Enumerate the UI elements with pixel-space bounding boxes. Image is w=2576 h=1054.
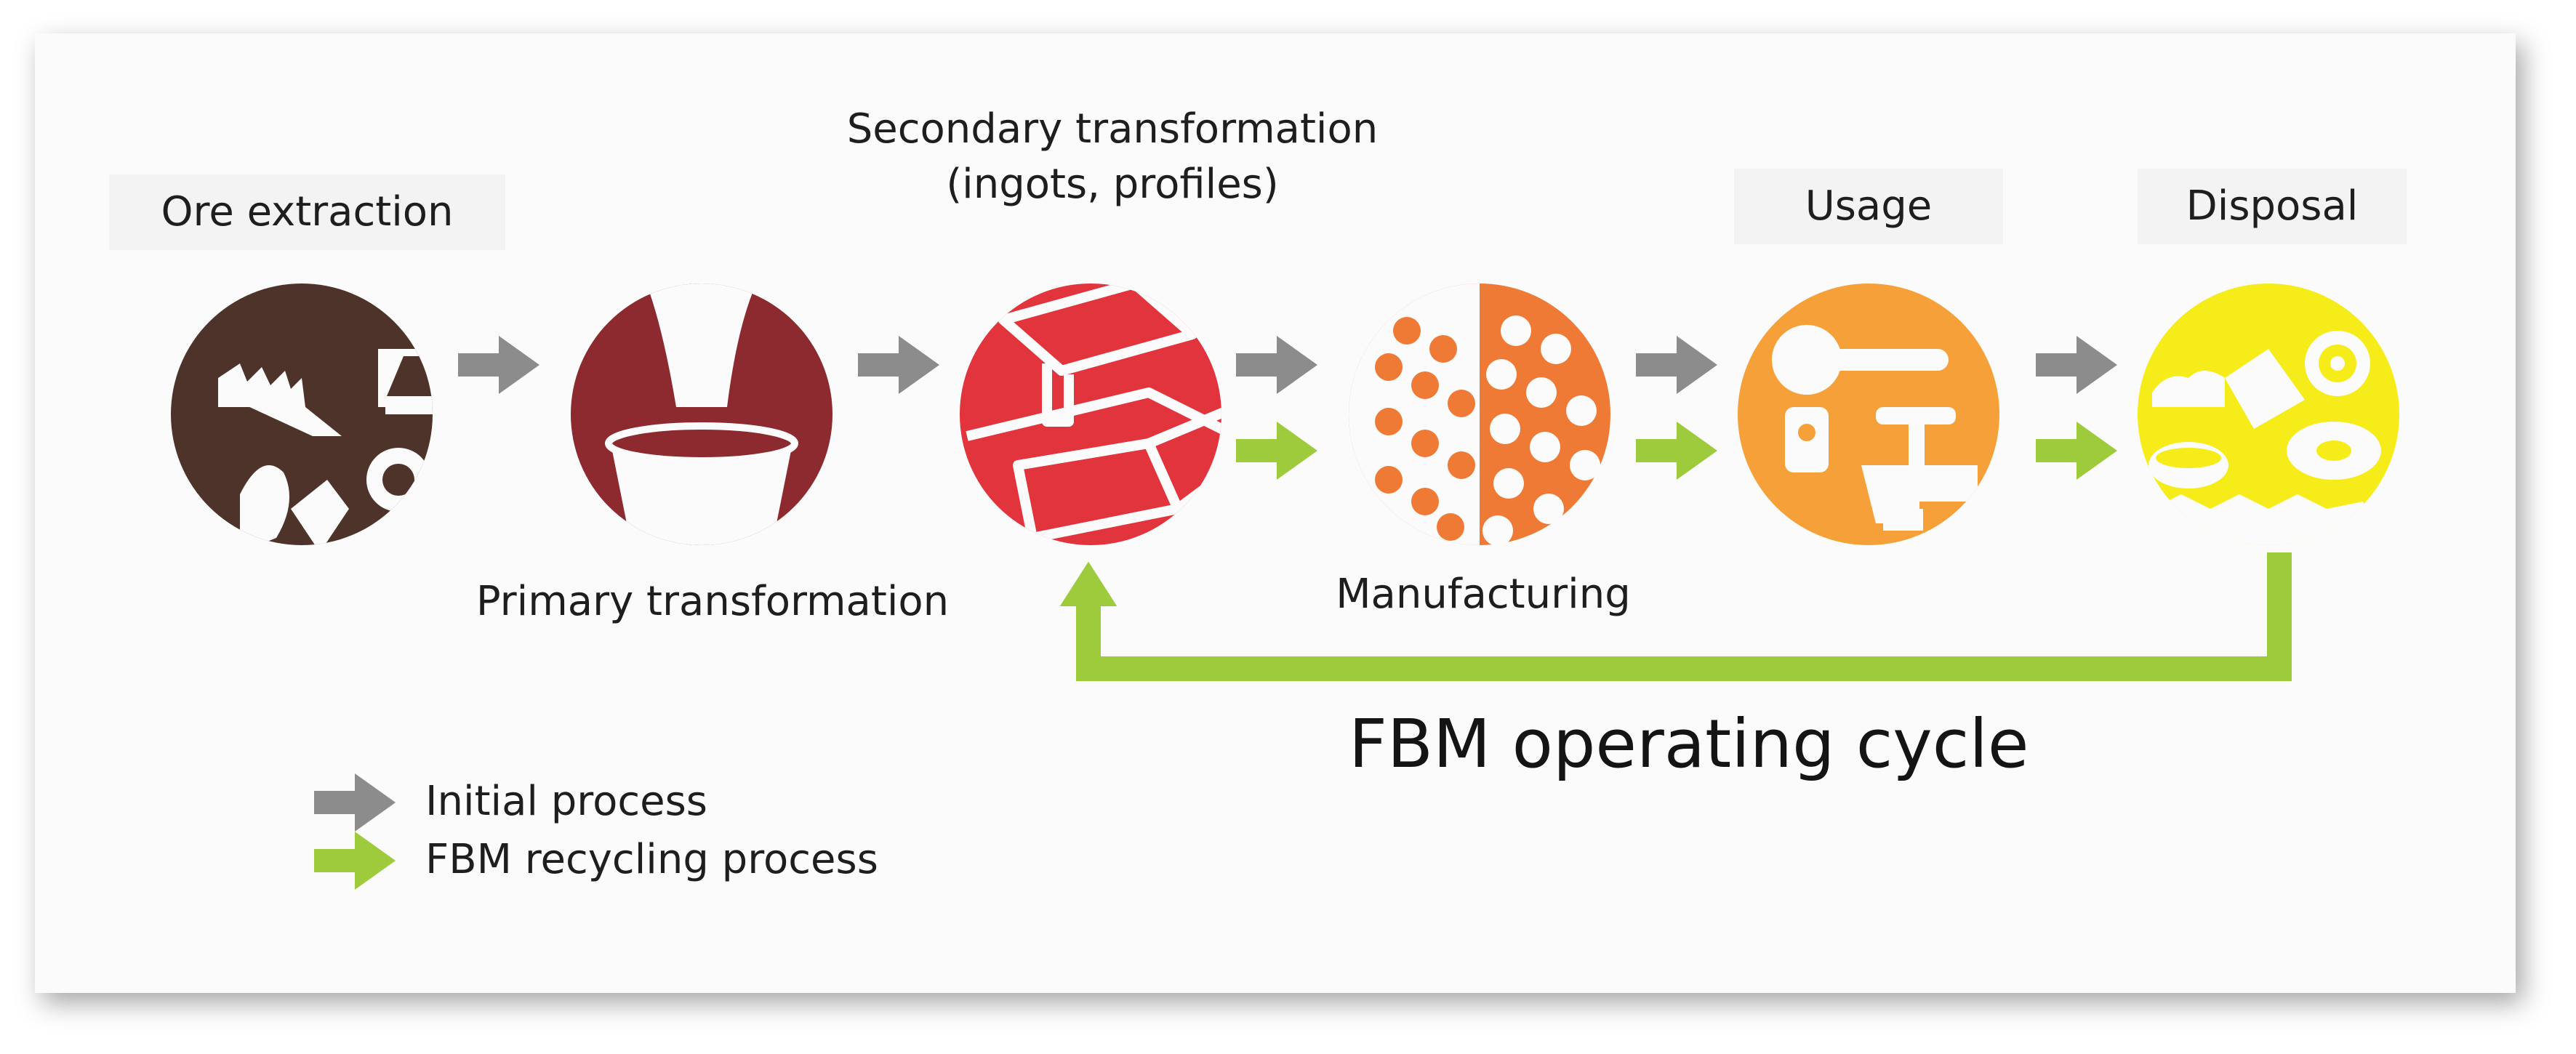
stage-label-usage: Usage	[1734, 169, 2003, 244]
cycle-title: FBM operating cycle	[1349, 705, 2029, 783]
recycling-arrow-1	[1236, 422, 1317, 480]
initial-arrow-5	[2036, 336, 2117, 394]
initial-arrow-4	[1636, 336, 1717, 394]
initial-arrows	[458, 336, 2117, 394]
initial-arrow-2	[858, 336, 939, 394]
stage-label-ore-extraction: Ore extraction	[109, 174, 505, 250]
secondary-transformation-icon	[960, 283, 1221, 545]
recycling-arrow-3	[2036, 422, 2117, 480]
ore-extraction-icon	[171, 283, 433, 545]
usage-icon	[1738, 283, 1999, 545]
stage-label-disposal: Disposal	[2138, 169, 2407, 244]
recycling-arrows	[1236, 422, 2117, 480]
stage-label-primary-transformation: Primary transformation	[476, 578, 950, 625]
initial-arrow-3	[1236, 336, 1317, 394]
disposal-icon	[2138, 283, 2399, 545]
initial-arrow-1	[458, 336, 539, 394]
legend-recycling-arrow	[314, 832, 396, 890]
legend-initial-arrow	[314, 773, 396, 832]
legend-initial-label: Initial process	[425, 778, 707, 825]
stage-label-manufacturing: Manufacturing	[1336, 571, 1631, 618]
stage-label-secondary-transformation: Secondary transformation (ingots, profil…	[807, 102, 1418, 212]
recycling-loop	[1059, 552, 2292, 681]
manufacturing-icon	[1349, 283, 1610, 546]
primary-transformation-icon	[571, 283, 832, 545]
legend-recycling-label: FBM recycling process	[425, 836, 878, 883]
secondary-line-2: (ingots, profiles)	[946, 160, 1279, 208]
secondary-line-1: Secondary transformation	[846, 105, 1379, 153]
recycling-arrow-2	[1636, 422, 1717, 480]
